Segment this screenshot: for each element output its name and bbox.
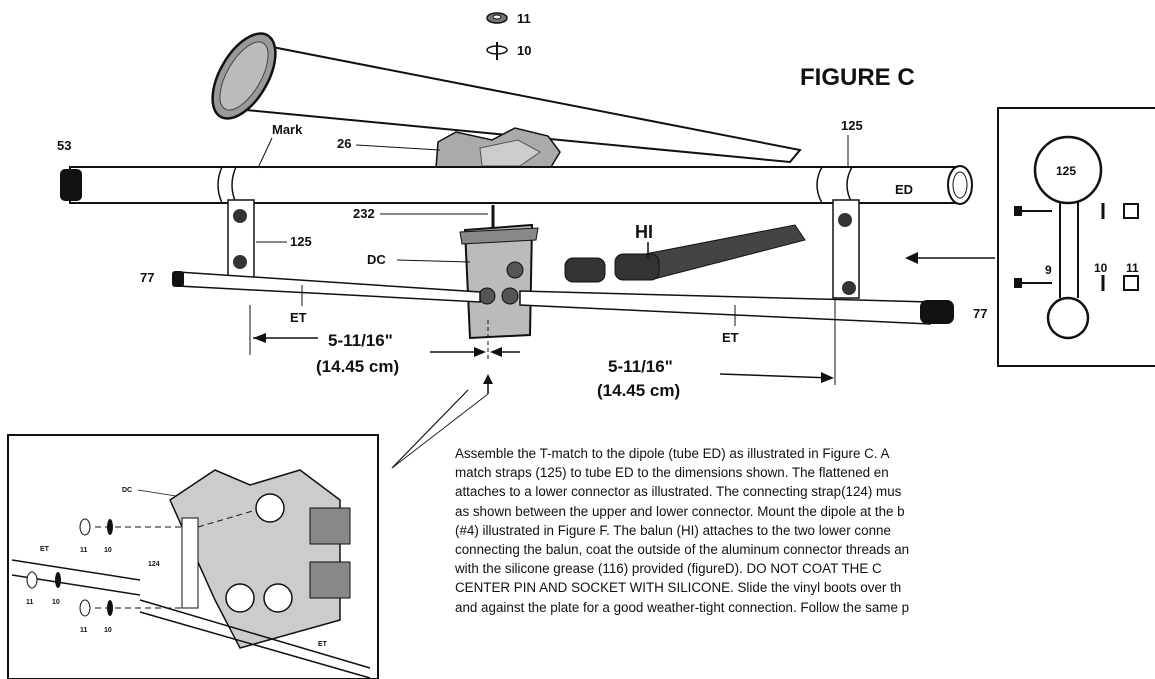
instruction-line: attaches to a lower connector as illustr…	[455, 484, 902, 500]
dimension-lines	[249, 300, 836, 385]
inset-label-124: 124	[148, 561, 160, 568]
detail-panel	[997, 107, 1155, 367]
instruction-line: with the silicone grease (116) provided …	[455, 561, 882, 577]
inset-hw-10-row1: 10	[104, 547, 112, 554]
balun-hi	[564, 224, 806, 283]
instruction-line: match straps (125) to tube ED to the dim…	[455, 465, 889, 481]
label-125-left: 125	[290, 234, 312, 249]
panel-label-10: 10	[1094, 261, 1108, 275]
label-125-top: 125	[841, 118, 863, 133]
et-tube-right	[519, 290, 954, 325]
label-et-right: ET	[722, 330, 739, 345]
label-232: 232	[353, 206, 375, 221]
dc-connector-plate	[459, 223, 539, 340]
panel-label-9: 9	[1045, 263, 1052, 277]
instruction-text: Assemble the T-match to the dipole (tube…	[455, 444, 1155, 679]
panel-label-11: 11	[1126, 261, 1139, 275]
dipole-tube-ed	[60, 165, 973, 205]
inset-hw-11-row1: 11	[80, 547, 88, 554]
et-tube-left	[172, 271, 481, 303]
label-et-left: ET	[290, 310, 307, 325]
panel-label-125: 125	[1056, 164, 1076, 178]
figure-title: FIGURE C	[800, 64, 915, 91]
instruction-line: CENTER PIN AND SOCKET WITH SILICONE. Sli…	[455, 580, 902, 596]
dim-left-metric: (14.45 cm)	[316, 357, 399, 376]
top-washer-icon	[486, 42, 508, 60]
inset-label-et-top: ET	[40, 546, 50, 553]
boom-tube	[211, 32, 802, 164]
label-mark: Mark	[272, 122, 303, 137]
label-77-right: 77	[973, 306, 987, 321]
dim-right-metric: (14.45 cm)	[597, 381, 680, 400]
instruction-line: (#4) illustrated in Figure F. The balun …	[455, 522, 891, 538]
label-dc: DC	[367, 252, 386, 267]
dim-left-imperial: 5-11/16"	[328, 331, 393, 350]
inset-hw-11-row3: 11	[80, 627, 88, 634]
top-nut-icon	[486, 12, 508, 24]
inset-hw-10-row2: 10	[52, 599, 60, 606]
label-ed: ED	[895, 182, 913, 197]
hw-label-11: 11	[517, 11, 531, 26]
dim-right-imperial: 5-11/16"	[608, 357, 673, 376]
instruction-line: connecting the balun, coat the outside o…	[455, 542, 910, 558]
label-53: 53	[57, 138, 71, 153]
instruction-line: as shown between the upper and lower con…	[455, 503, 905, 519]
instruction-line: Assemble the T-match to the dipole (tube…	[455, 446, 890, 461]
inset-label-et-bottom: ET	[318, 641, 328, 648]
inset-label-dc: DC	[122, 487, 132, 494]
inset-hw-10-row3: 10	[104, 627, 112, 634]
label-hi: HI	[635, 222, 653, 242]
label-26: 26	[337, 136, 351, 151]
instruction-line: and against the plate for a good weather…	[455, 599, 910, 615]
bracket-26	[435, 127, 561, 175]
inset-hw-11-row2: 11	[26, 599, 34, 606]
hw-label-10: 10	[517, 43, 531, 58]
inset-detail	[7, 434, 379, 679]
label-77-left: 77	[140, 270, 154, 285]
strap-125-right	[832, 199, 860, 299]
strap-125-left	[227, 199, 255, 281]
